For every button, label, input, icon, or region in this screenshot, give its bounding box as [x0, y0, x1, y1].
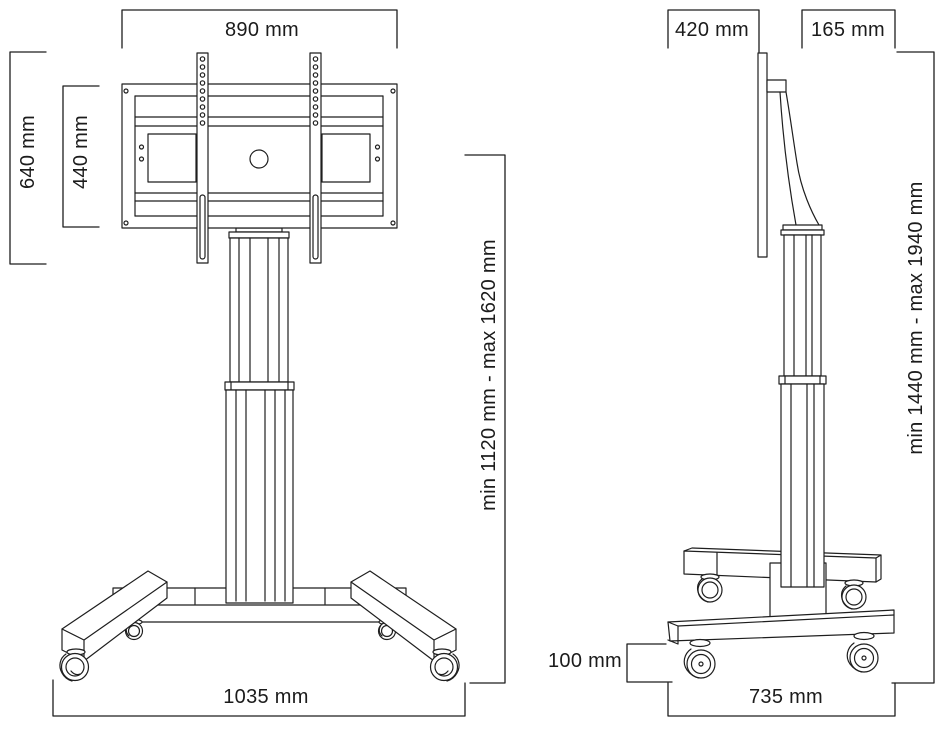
column-side-view — [778, 224, 827, 588]
dim-line-890 — [121, 9, 398, 49]
caster-front-left-side-view — [683, 638, 716, 679]
dim-label-plate-height: 440 mm — [70, 114, 92, 190]
caster-front-right-side-view — [846, 631, 879, 673]
dim-line-735 — [667, 682, 896, 717]
dim-line-440 — [62, 85, 100, 228]
dim-label-mount-width: 890 mm — [224, 19, 300, 41]
dim-label-base-depth: 735 mm — [748, 686, 824, 708]
dim-line-1440-1940 — [891, 51, 935, 684]
caster-rear-right-side-view — [840, 579, 867, 610]
dim-label-height-range-front: min 1120 mm - max 1620 mm — [478, 239, 500, 511]
side-view-drawing — [667, 52, 895, 679]
dim-line-640 — [9, 51, 47, 265]
caster-front-right-front-view — [429, 648, 460, 682]
dim-line-1120-1620 — [464, 154, 506, 684]
panel-side-view — [757, 52, 820, 258]
dim-label-base-width: 1035 mm — [223, 686, 309, 708]
dim-label-base-height: 100 mm — [547, 650, 623, 672]
dim-label-bracket-height: 640 mm — [17, 114, 39, 190]
front-beam-side-view — [667, 609, 895, 645]
dim-line-165 — [801, 9, 896, 49]
dim-label-depth-rear: 165 mm — [810, 19, 886, 41]
column-front-view — [224, 227, 295, 604]
dim-line-420 — [667, 9, 760, 53]
caster-rear-left-side-view — [696, 573, 723, 603]
vesa-rail-left — [196, 52, 209, 264]
dimension-lines — [9, 9, 935, 717]
vesa-rail-right — [309, 52, 322, 264]
caster-front-left-front-view — [59, 648, 90, 682]
front-view-drawing — [59, 52, 460, 682]
dim-line-1035 — [52, 679, 466, 717]
mount-plate-front-view — [121, 83, 398, 229]
dim-label-height-range-side: min 1440 mm - max 1940 mm — [905, 181, 927, 455]
dim-label-depth-front: 420 mm — [674, 19, 750, 41]
dim-line-100 — [626, 643, 673, 683]
cable-hole — [249, 149, 269, 169]
